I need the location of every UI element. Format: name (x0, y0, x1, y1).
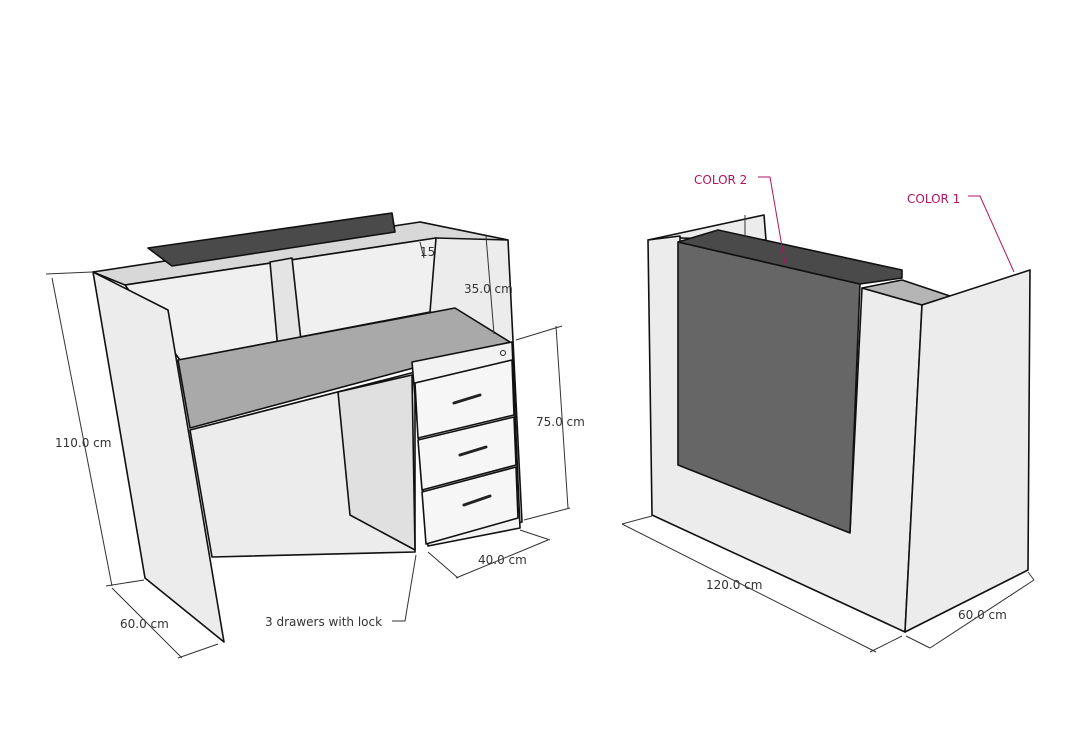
depth-label: 60.0 cm (120, 617, 169, 631)
depth-label-right: 60.0 cm (958, 608, 1007, 622)
pedestal-height-label: 75.0 cm (536, 415, 585, 429)
left-side-panel (92, 271, 225, 643)
top-dark (147, 212, 396, 267)
inner-side (337, 374, 416, 551)
height-label: 110.0 cm (55, 436, 111, 450)
dimension-lines-left (45, 235, 571, 659)
color2-callout: COLOR 2 (694, 173, 747, 187)
dimension-lines-right (621, 215, 1035, 653)
color2-leader (758, 176, 786, 265)
counter-height-label: 35.0 cm (464, 282, 513, 296)
right-desk: COLOR 2 COLOR 1 120.0 cm 60.0 cm (621, 173, 1035, 653)
drawer-handle-1[interactable] (452, 393, 482, 405)
pedestal-width-label: 40.0 cm (478, 553, 527, 567)
drawer-handle-3[interactable] (462, 494, 492, 507)
right-end-panel (904, 269, 1031, 633)
width-label: 120.0 cm (706, 578, 762, 592)
top-thickness-label: 15 (420, 245, 435, 259)
left-desk: 110.0 cm 60.0 cm 35.0 cm 15 75.0 cm 40.0… (45, 212, 585, 659)
lock-icon (500, 350, 506, 356)
color1-callout: COLOR 1 (907, 192, 960, 206)
color1-leader (968, 195, 1015, 273)
drawer-handle-2[interactable] (458, 445, 488, 457)
drawers-note: 3 drawers with lock (265, 615, 382, 629)
drawer-3[interactable] (421, 466, 519, 545)
top-dark (677, 229, 903, 285)
